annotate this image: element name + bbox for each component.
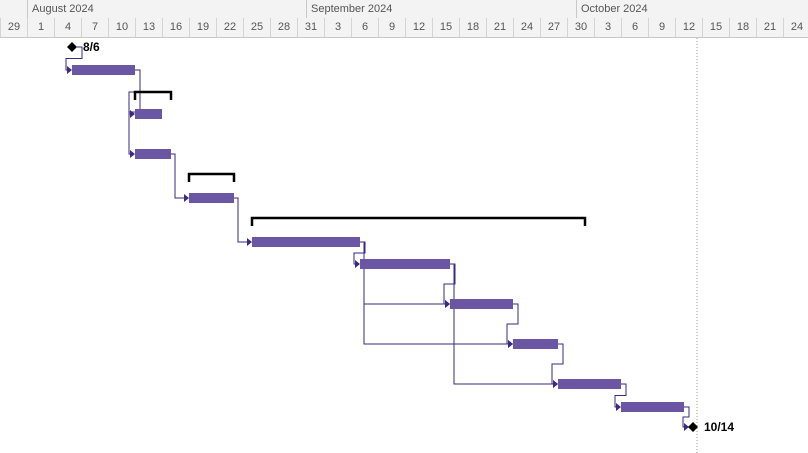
- summary-bar[interactable]: [133, 90, 173, 100]
- timescale-day-label: 10: [108, 18, 135, 37]
- dependency-link: [450, 263, 555, 385]
- dependency-link: [234, 197, 249, 243]
- timescale-day-label: 27: [540, 18, 567, 37]
- dependency-link: [128, 69, 141, 155]
- dependency-arrow: [355, 260, 360, 268]
- gantt-bar-area[interactable]: 8/6 10/14: [0, 38, 808, 453]
- timescale-day-label: 1: [27, 18, 54, 37]
- dependency-arrow: [130, 150, 135, 158]
- dependency-link: [171, 153, 186, 199]
- timescale-month-label: September 2024: [306, 0, 576, 18]
- timescale-day-label: 24: [513, 18, 540, 37]
- timescale-day-label: 19: [189, 18, 216, 37]
- summary-bar[interactable]: [250, 216, 587, 226]
- dependency-link: [551, 343, 564, 385]
- dependency-link: [360, 241, 510, 345]
- milestone-date-label: 10/14: [704, 420, 734, 434]
- task-bar[interactable]: [252, 237, 360, 247]
- dependency-link: [65, 46, 83, 71]
- timescale-day-label: 21: [756, 18, 783, 37]
- task-bar[interactable]: [450, 299, 513, 309]
- timescale-day-label: 28: [270, 18, 297, 37]
- dependency-arrow: [67, 66, 72, 74]
- timescale-day-label: 15: [432, 18, 459, 37]
- task-bar[interactable]: [189, 193, 234, 203]
- timescale-day-label: 9: [648, 18, 675, 37]
- dependency-arrow: [130, 110, 135, 118]
- dependency-arrow: [616, 403, 621, 411]
- dependency-arrow: [445, 300, 450, 308]
- milestone-diamond[interactable]: [67, 42, 77, 52]
- timescale-day-label: 3: [324, 18, 351, 37]
- dependency-arrow: [184, 194, 189, 202]
- dependency-arrow: [553, 380, 558, 388]
- task-bar[interactable]: [513, 339, 558, 349]
- milestone-diamond[interactable]: [688, 422, 698, 432]
- timescale-day-label: 6: [621, 18, 648, 37]
- timescale-day-label: 13: [135, 18, 162, 37]
- task-bar[interactable]: [621, 402, 684, 412]
- timescale-day-label: 31: [297, 18, 324, 37]
- timescale-day-label: 15: [702, 18, 729, 37]
- summary-bar[interactable]: [187, 172, 236, 182]
- dependency-link: [506, 303, 519, 345]
- milestone-date-label: 8/6: [83, 40, 100, 54]
- timescale-day-label: 21: [486, 18, 513, 37]
- dependency-arrow: [508, 340, 513, 348]
- gantt-svg: 8/6 10/14: [65, 38, 734, 453]
- timescale-day-label: 9: [378, 18, 405, 37]
- timescale-day-label: 24: [783, 18, 808, 37]
- dependency-arrow: [247, 238, 252, 246]
- dependency-link: [614, 383, 627, 408]
- timescale-day-label: 6: [351, 18, 378, 37]
- timescale-day-label: 16: [162, 18, 189, 37]
- timescale-day-label: 18: [729, 18, 756, 37]
- timescale-day-label: 22: [216, 18, 243, 37]
- dependency-arrow: [684, 423, 689, 431]
- timescale-day-label: 29: [0, 18, 27, 37]
- dependency-link: [682, 406, 690, 428]
- task-bar[interactable]: [360, 259, 450, 269]
- task-bar[interactable]: [135, 149, 171, 159]
- timescale-day-label: 7: [81, 18, 108, 37]
- timescale-day-label: 30: [567, 18, 594, 37]
- dependency-link: [443, 263, 456, 305]
- timescale-day-label: 4: [54, 18, 81, 37]
- timescale-month-label: October 2024: [576, 0, 808, 18]
- timescale-day-label: 25: [243, 18, 270, 37]
- timescale-day-label: 18: [459, 18, 486, 37]
- timescale-day-label: 12: [405, 18, 432, 37]
- task-bar[interactable]: [72, 65, 135, 75]
- timescale-day-label: 3: [594, 18, 621, 37]
- timescale-day-label: 12: [675, 18, 702, 37]
- dependency-link: [360, 241, 447, 305]
- timescale-month-label: August 2024: [27, 0, 306, 18]
- task-bar[interactable]: [135, 109, 162, 119]
- task-bar[interactable]: [558, 379, 621, 389]
